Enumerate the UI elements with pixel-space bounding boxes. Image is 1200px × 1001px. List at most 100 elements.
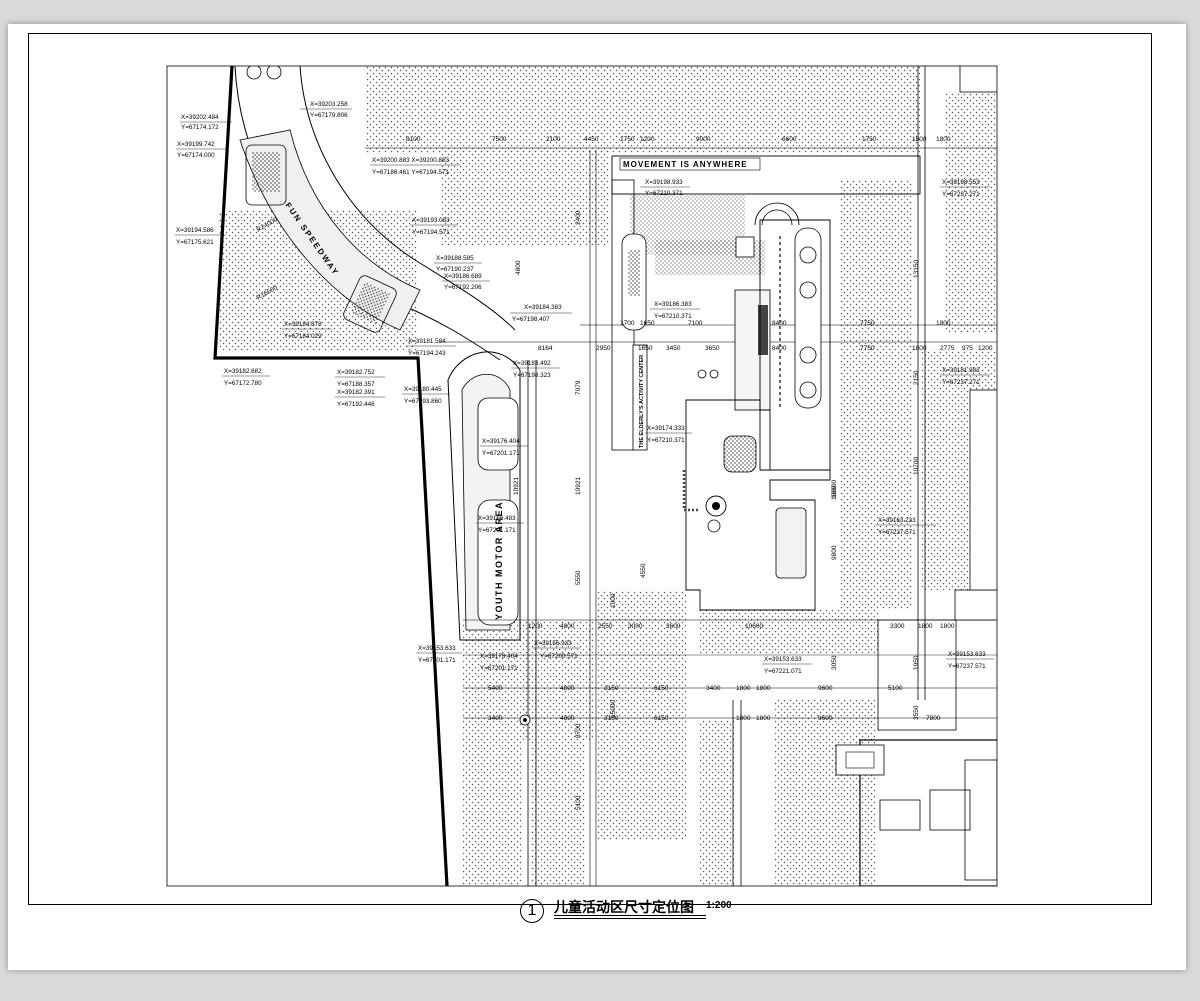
- svg-text:X=39182.391: X=39182.391: [337, 389, 375, 396]
- building-room: [929, 789, 971, 831]
- dark-strip: [758, 305, 768, 355]
- paving-sw-strip: [463, 740, 523, 886]
- svg-text:X=39198.933: X=39198.933: [645, 179, 683, 186]
- youth-motor-pad-1: [477, 397, 519, 471]
- arch-2: [761, 209, 793, 226]
- svg-text:X=39194.586: X=39194.586: [176, 227, 214, 234]
- svg-text:Y=67210.371: Y=67210.371: [647, 437, 685, 444]
- svg-text:X=39176.404: X=39176.404: [480, 653, 518, 660]
- paving-south-small: [700, 720, 734, 886]
- svg-text:Y=67194.571: Y=67194.571: [412, 229, 450, 236]
- svg-text:1650: 1650: [640, 320, 655, 327]
- elderly-label: THE ELDERLY'S ACTIVITY CENTER: [639, 355, 645, 448]
- svg-text:X=39186.383: X=39186.383: [654, 301, 692, 308]
- svg-text:10700: 10700: [913, 457, 920, 475]
- svg-text:X=39188.585: X=39188.585: [436, 255, 474, 262]
- svg-text:7800: 7800: [926, 715, 941, 722]
- svg-text:1800: 1800: [912, 136, 927, 143]
- svg-text:1650: 1650: [638, 345, 653, 352]
- svg-text:Y=67194.243: Y=67194.243: [408, 350, 446, 357]
- svg-text:X=39176.404: X=39176.404: [482, 438, 520, 445]
- svg-text:Y=67174.000: Y=67174.000: [177, 152, 215, 159]
- svg-text:1800: 1800: [918, 623, 933, 630]
- svg-text:Y=67201.171: Y=67201.171: [482, 450, 520, 457]
- svg-text:1800: 1800: [912, 345, 927, 352]
- svg-text:4550: 4550: [640, 563, 647, 578]
- svg-text:15000: 15000: [610, 700, 617, 718]
- speedway-pad-2-fill: [350, 281, 391, 325]
- play-element-2: [799, 281, 817, 299]
- svg-text:Y=67192.448: Y=67192.448: [337, 401, 375, 408]
- elderly-sign: [632, 344, 648, 451]
- svg-text:3550: 3550: [913, 705, 920, 720]
- building-southeast: [859, 739, 997, 886]
- drawing-title: 儿童活动区尺寸定位图: [554, 899, 694, 915]
- svg-text:2400: 2400: [575, 210, 582, 225]
- svg-text:7079: 7079: [575, 380, 582, 395]
- svg-text:Y=67193.860: Y=67193.860: [404, 398, 442, 405]
- svg-text:Y=67237.271: Y=67237.271: [942, 379, 980, 386]
- building-core: [964, 759, 997, 881]
- svg-text:Y=67190.237: Y=67190.237: [436, 266, 474, 273]
- svg-text:6150: 6150: [654, 685, 669, 692]
- section-marker-dot: [523, 718, 527, 722]
- svg-text:7750: 7750: [860, 345, 875, 352]
- svg-text:10600: 10600: [745, 623, 763, 630]
- svg-text:Y=67237.271: Y=67237.271: [942, 191, 980, 198]
- svg-text:1800: 1800: [756, 715, 771, 722]
- movement-sign: [619, 157, 761, 171]
- svg-text:Y=67198.407: Y=67198.407: [512, 316, 550, 323]
- svg-text:1200: 1200: [978, 345, 993, 352]
- svg-text:Y=67172.780: Y=67172.780: [224, 380, 262, 387]
- svg-text:X=39182.752: X=39182.752: [337, 369, 375, 376]
- svg-text:1800: 1800: [936, 320, 951, 327]
- svg-text:4800: 4800: [560, 715, 575, 722]
- svg-text:2775: 2775: [940, 345, 955, 352]
- svg-text:Y=67184.029: Y=67184.029: [284, 333, 322, 340]
- svg-text:7100: 7100: [688, 320, 703, 327]
- title-underline: [554, 918, 706, 919]
- svg-text:9600: 9600: [818, 715, 833, 722]
- svg-text:3000: 3000: [628, 623, 643, 630]
- svg-text:1200: 1200: [528, 623, 543, 630]
- stepping-stone: [709, 369, 719, 379]
- svg-text:3050: 3050: [831, 655, 838, 670]
- svg-text:1700: 1700: [620, 320, 635, 327]
- svg-text:Y=67210.371: Y=67210.371: [654, 313, 692, 320]
- play-element-1: [799, 246, 817, 264]
- svg-text:Y=67221.071: Y=67221.071: [764, 668, 802, 675]
- svg-text:1800: 1800: [736, 685, 751, 692]
- svg-text:X=39198.553: X=39198.553: [942, 179, 980, 186]
- svg-text:5400: 5400: [488, 685, 503, 692]
- svg-text:5100: 5100: [888, 685, 903, 692]
- svg-text:8164: 8164: [538, 345, 553, 352]
- lower-play-area: [685, 399, 831, 611]
- drawing-frame: [28, 33, 1152, 905]
- bollard-2: [266, 66, 282, 80]
- svg-text:Y=67175.621: Y=67175.621: [176, 239, 214, 246]
- svg-text:3450: 3450: [666, 345, 681, 352]
- paving-north-mid: [440, 150, 610, 245]
- svg-text:9600: 9600: [818, 685, 833, 692]
- building-east: [969, 389, 997, 591]
- svg-text:9000: 9000: [696, 136, 711, 143]
- svg-text:4800: 4800: [560, 685, 575, 692]
- svg-text:7500: 7500: [492, 136, 507, 143]
- svg-text:X=39184.383: X=39184.383: [524, 304, 562, 311]
- svg-text:Y=67200.571: Y=67200.571: [540, 653, 578, 660]
- svg-text:1800: 1800: [756, 685, 771, 692]
- paving-south-band: [700, 610, 880, 655]
- platform-east: [877, 619, 957, 731]
